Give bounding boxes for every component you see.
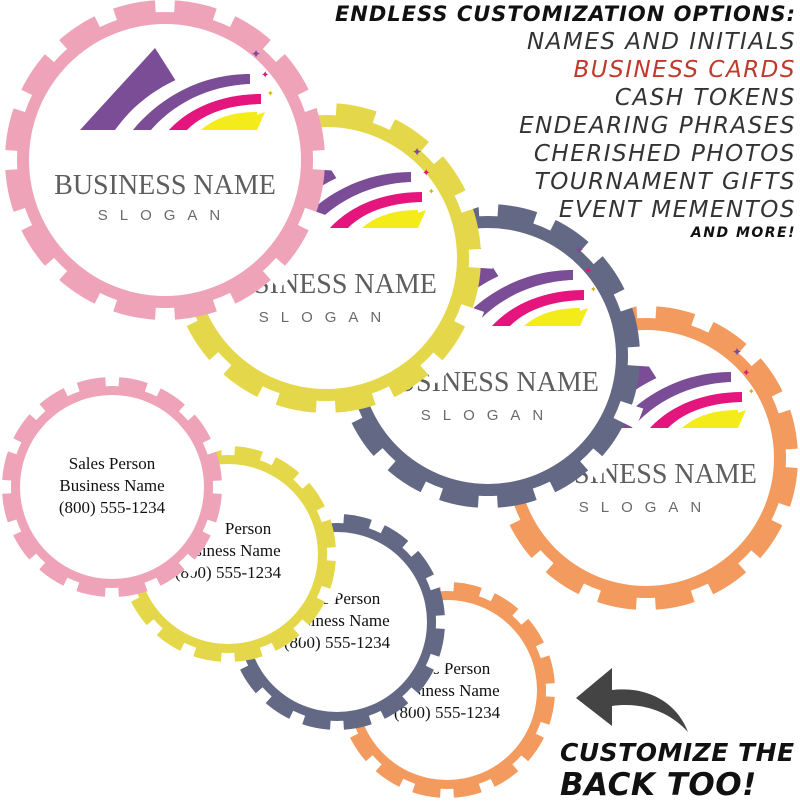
business-name: BUSINESS NAME bbox=[54, 170, 276, 201]
back-chip-pink: Sales Person Business Name (800) 555-123… bbox=[0, 368, 231, 606]
slogan: SLOGAN bbox=[259, 309, 394, 326]
slogan: SLOGAN bbox=[579, 499, 714, 516]
option-endearing-phrases: ENDEARING PHRASES bbox=[519, 113, 796, 139]
customize-back-callout: CUSTOMIZE THE BACK TOO! bbox=[560, 738, 800, 802]
option-names-initials: NAMES AND INITIALS bbox=[527, 29, 796, 55]
options-heading: ENDLESS CUSTOMIZATION OPTIONS: bbox=[334, 2, 796, 26]
slogan: SLOGAN bbox=[98, 207, 233, 224]
front-chip-pink: BUSINESS NAME SLOGAN bbox=[0, 0, 337, 332]
option-business-cards: BUSINESS CARDS bbox=[573, 57, 796, 83]
front-chip-yellow: BUSINESS NAME SLOGAN bbox=[159, 91, 493, 425]
option-cash-tokens: CASH TOKENS bbox=[614, 85, 796, 111]
option-cherished-photos: CHERISHED PHOTOS bbox=[533, 141, 796, 167]
back-sales-person: Sales Person bbox=[69, 454, 156, 473]
customization-options: ENDLESS CUSTOMIZATION OPTIONS: NAMES AND… bbox=[326, 0, 796, 242]
back-phone: (800) 555-1234 bbox=[284, 633, 391, 652]
back-phone: (800) 555-1234 bbox=[59, 498, 166, 517]
back-business-name: Business Name bbox=[59, 476, 164, 495]
cta-line-2: BACK TOO! bbox=[560, 767, 757, 803]
slogan: SLOGAN bbox=[421, 407, 556, 424]
options-more: AND MORE! bbox=[690, 225, 796, 241]
curved-arrow-icon bbox=[576, 668, 688, 732]
back-phone: (800) 555-1234 bbox=[175, 563, 282, 582]
back-phone: (800) 555-1234 bbox=[394, 703, 501, 722]
option-tournament-gifts: TOURNAMENT GIFTS bbox=[534, 169, 796, 195]
option-event-mementos: EVENT MEMENTOS bbox=[558, 197, 796, 223]
cta-line-1: CUSTOMIZE THE bbox=[560, 738, 795, 767]
